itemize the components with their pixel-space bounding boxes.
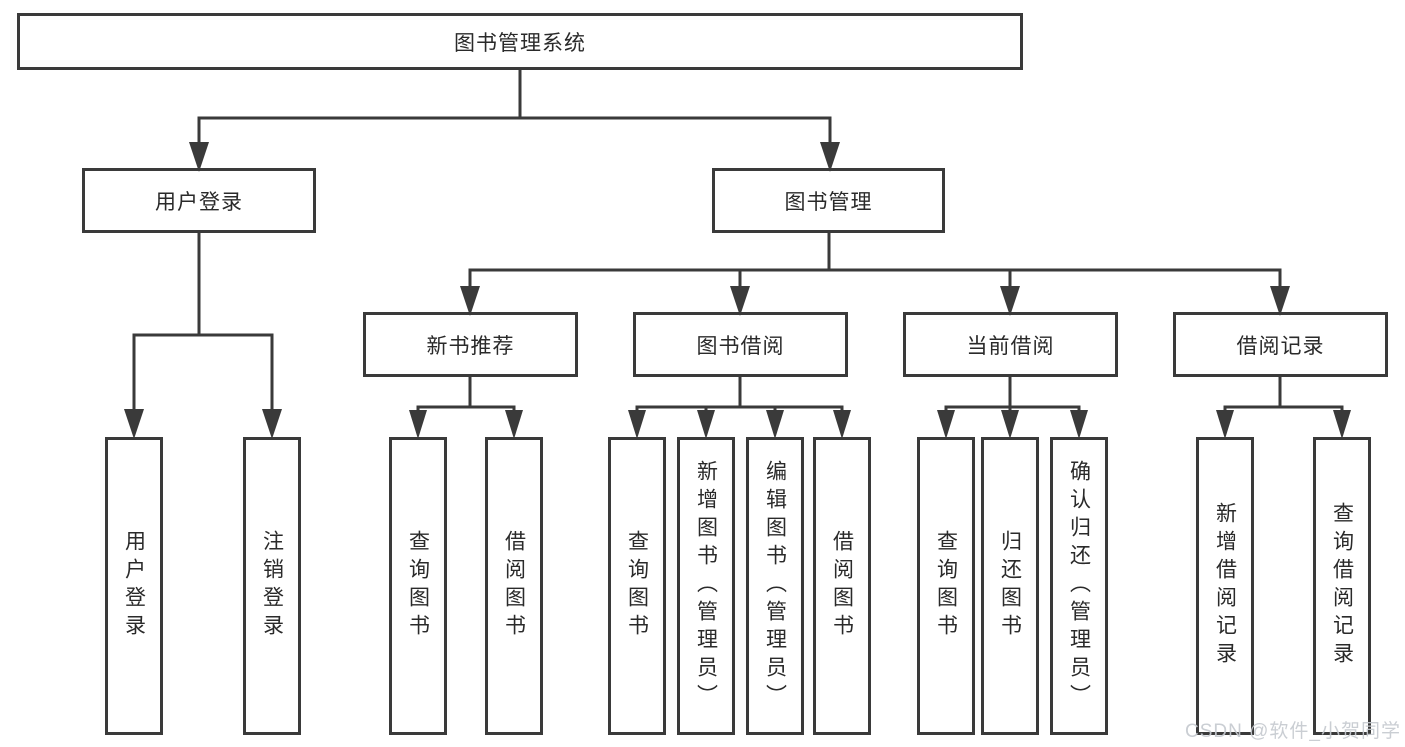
connector-user-login-to-leaves — [124, 233, 282, 439]
arrow-down-icon — [124, 409, 144, 439]
node-label: 新书推荐 — [426, 334, 515, 358]
leaf-label: 查询图书 — [406, 530, 430, 642]
leaf-label: 借阅图书 — [502, 530, 526, 642]
node-label: 图书管理 — [784, 190, 873, 214]
leaf-query-borrow-record: 查询借阅记录 — [1313, 437, 1371, 735]
node-book-borrowing: 图书借阅 — [633, 312, 848, 377]
node-label: 当前借阅 — [966, 334, 1055, 358]
leaf-borrow-books-recommend: 借阅图书 — [485, 437, 543, 735]
connector-book-management-to-level3 — [460, 233, 1290, 316]
leaf-confirm-return-admin: 确认归还（管理员） — [1050, 437, 1108, 735]
node-user-login: 用户登录 — [82, 168, 316, 233]
arrow-down-icon — [505, 410, 523, 439]
node-book-management: 图书管理 — [712, 168, 945, 233]
arrow-down-icon — [1070, 410, 1088, 439]
node-new-book-recommendation: 新书推荐 — [363, 312, 578, 377]
arrow-down-icon — [937, 410, 955, 439]
node-library-management-system: 图书管理系统 — [17, 13, 1023, 70]
leaf-label: 借阅图书 — [830, 530, 854, 642]
leaf-user-login: 用户登录 — [105, 437, 163, 735]
leaf-return-books: 归还图书 — [981, 437, 1039, 735]
leaf-label: 编辑图书（管理员） — [763, 460, 787, 712]
leaf-label: 归还图书 — [998, 530, 1022, 642]
leaf-label: 新增借阅记录 — [1213, 502, 1237, 670]
arrow-down-icon — [628, 410, 646, 439]
leaf-logout: 注销登录 — [243, 437, 301, 735]
leaf-query-books-current: 查询图书 — [917, 437, 975, 735]
leaf-label: 确认归还（管理员） — [1067, 460, 1091, 712]
leaf-label: 查询借阅记录 — [1330, 502, 1354, 670]
arrow-down-icon — [262, 409, 282, 439]
node-label: 图书管理系统 — [454, 31, 586, 55]
leaf-add-books-admin: 新增图书（管理员） — [677, 437, 735, 735]
arrow-down-icon — [409, 410, 427, 439]
arrow-down-icon — [1333, 410, 1351, 439]
connector-borrowing-to-leaves — [628, 377, 851, 439]
leaf-query-books-borrowing: 查询图书 — [608, 437, 666, 735]
leaf-query-books-recommend: 查询图书 — [389, 437, 447, 735]
leaf-add-borrow-record: 新增借阅记录 — [1196, 437, 1254, 735]
leaf-label: 用户登录 — [122, 530, 146, 642]
leaf-label: 注销登录 — [260, 530, 284, 642]
connector-current-to-leaves — [937, 377, 1088, 439]
arrow-down-icon — [833, 410, 851, 439]
node-label: 借阅记录 — [1236, 334, 1325, 358]
connector-records-to-leaves — [1216, 377, 1351, 439]
arrow-down-icon — [1216, 410, 1234, 439]
arrow-down-icon — [697, 410, 715, 439]
node-label: 图书借阅 — [696, 334, 785, 358]
leaf-label: 查询图书 — [934, 530, 958, 642]
arrow-down-icon — [766, 410, 784, 439]
node-current-borrowing: 当前借阅 — [903, 312, 1118, 377]
leaf-edit-books-admin: 编辑图书（管理员） — [746, 437, 804, 735]
leaf-borrow-books-borrowing: 借阅图书 — [813, 437, 871, 735]
connector-root-to-level2 — [189, 69, 840, 172]
connector-recommendation-to-leaves — [409, 377, 523, 439]
leaf-label: 查询图书 — [625, 530, 649, 642]
node-label: 用户登录 — [155, 190, 243, 214]
leaf-label: 新增图书（管理员） — [694, 460, 718, 712]
csdn-watermark: CSDN @软件_小贺同学 — [1185, 721, 1401, 742]
node-borrowing-records: 借阅记录 — [1173, 312, 1388, 377]
arrow-down-icon — [1001, 410, 1019, 439]
